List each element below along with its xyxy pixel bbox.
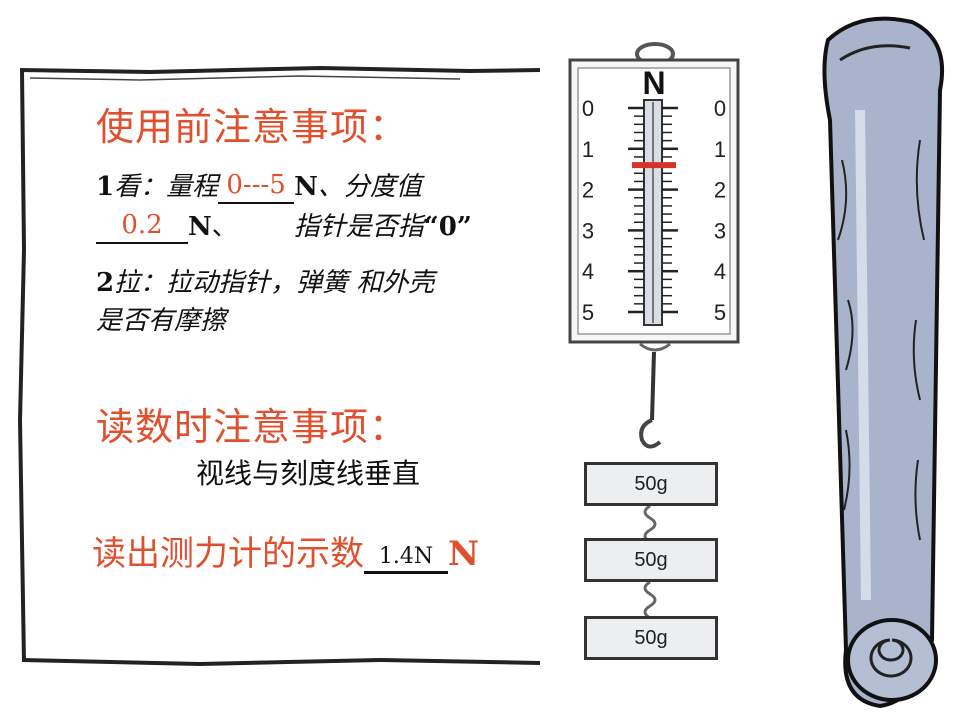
range-unit: N [294, 172, 318, 202]
heading-before-use: 使用前注意事项： [96, 105, 409, 149]
division-blank[interactable]: 0.2 [96, 210, 188, 244]
tick-label-right: 3 [714, 218, 726, 243]
reading-question-line: 读出测力计的示数 1.4N N [92, 526, 479, 575]
weight-3: 50g [584, 616, 718, 660]
weight-2: 50g [584, 538, 718, 582]
item-2-line-2: 是否有摩擦 [96, 300, 226, 337]
item-2-text: 拉：拉动指针，弹簧 和外壳 [114, 268, 435, 298]
tick-label-left: 5 [582, 300, 594, 325]
item-1-separator: 、 [211, 212, 238, 242]
reading-unit: N [448, 534, 480, 574]
tick-label-left: 1 [582, 137, 594, 162]
item-1-mid: 、分度值 [317, 172, 422, 202]
unit-label: N [642, 65, 665, 101]
tick-label-left: 3 [582, 218, 594, 243]
tick-label-right: 0 [714, 96, 726, 121]
tick-label-right: 1 [714, 137, 726, 162]
tick-label-left: 0 [582, 96, 594, 121]
item-1-line-2: 0.2 N、 指针是否指“0” [96, 206, 472, 244]
spring-scale: N 0 0 1 1 2 2 3 3 4 4 5 5 [568, 42, 740, 449]
weights-stack: 50g 50g 50g [580, 460, 720, 670]
range-blank[interactable]: 0---5 [218, 170, 295, 204]
weight-1: 50g [584, 462, 718, 506]
reading-question: 读出测力计的示数 [92, 534, 364, 574]
division-unit: N [188, 212, 212, 242]
range-answer: 0---5 [226, 170, 286, 200]
pointer [632, 162, 676, 169]
rolled-scroll-illustration [822, 16, 945, 709]
item-2-line-1: 2拉：拉动指针，弹簧 和外壳 [96, 262, 434, 299]
tick-label-right: 4 [714, 259, 726, 284]
hook [639, 418, 662, 449]
tick-label-right: 2 [714, 178, 726, 203]
item-2-text-2: 是否有摩擦 [96, 306, 227, 336]
item-1-lead: 看：量程 [114, 172, 219, 202]
heading-reading: 读数时注意事项： [96, 405, 409, 449]
reading-note: 视线与刻度线垂直 [196, 457, 421, 490]
division-answer: 0.2 [121, 210, 163, 240]
tick-marks [628, 106, 678, 314]
tick-label-right: 5 [714, 300, 726, 325]
hook-rod [650, 351, 656, 421]
item-2-number: 2 [96, 268, 115, 298]
item-1-tail: 指针是否指 [293, 212, 424, 242]
reading-answer: 1.4N [378, 544, 434, 569]
item-1-number: 1 [96, 172, 115, 202]
reading-blank[interactable]: 1.4N [364, 544, 448, 574]
tick-label-left: 2 [582, 178, 594, 203]
zero-quote: “0” [423, 212, 472, 242]
tick-label-left: 4 [582, 259, 594, 284]
